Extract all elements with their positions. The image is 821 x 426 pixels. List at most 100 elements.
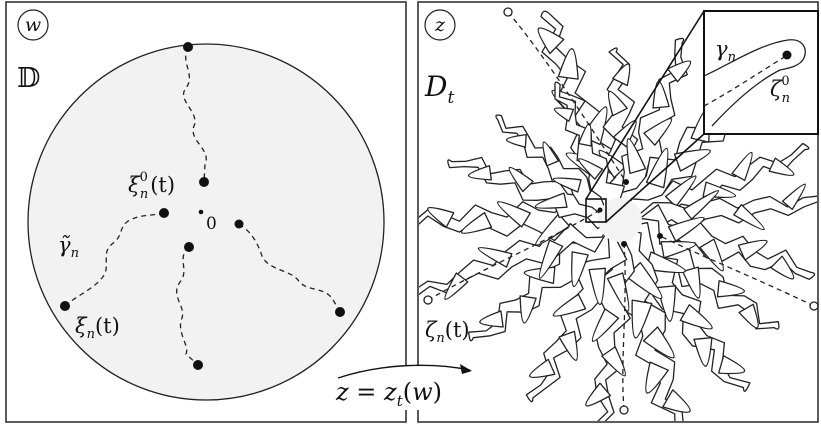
- zeta0-point: [782, 50, 792, 60]
- region-branch: [497, 201, 531, 228]
- region-branch: [553, 107, 575, 122]
- inset-gamma-curve: [703, 55, 787, 107]
- w-plane-badge-label: w: [25, 14, 41, 36]
- conformal-map: z = zt(w): [330, 364, 472, 410]
- region-branch: [427, 206, 455, 228]
- region-branch: [552, 293, 587, 317]
- region-branch: [645, 251, 686, 274]
- region-hub: [598, 198, 642, 242]
- region-branch: [643, 117, 673, 146]
- xi-point: [60, 301, 70, 311]
- region-arm: [495, 114, 629, 216]
- region-branch: [642, 326, 675, 359]
- map-arrowhead: [460, 364, 472, 374]
- curve-right-tip: [234, 219, 244, 229]
- region-branch: [591, 308, 620, 342]
- region-branch: [578, 123, 592, 147]
- region-branch: [781, 183, 806, 211]
- region-branch: [557, 48, 579, 80]
- region-branch: [529, 358, 556, 379]
- z-bottom-tip: [621, 241, 627, 247]
- region-branch: [537, 27, 565, 55]
- z-right-boundary-point: [809, 301, 819, 311]
- region-branch: [731, 151, 753, 181]
- gamma-tilde-tip: [159, 208, 169, 218]
- inset-gamma-label: γn: [715, 37, 736, 65]
- curve-z-top: [507, 11, 627, 183]
- region-branch: [631, 299, 653, 339]
- z-bottom-boundary-point: [619, 405, 629, 415]
- region-branch: [607, 90, 628, 117]
- curve-top: [183, 46, 207, 183]
- region-branch: [738, 303, 759, 329]
- region-branch: [612, 63, 631, 87]
- curve-right: [238, 223, 341, 313]
- map-label: z = zt(w): [335, 378, 442, 410]
- region-branch: [662, 389, 691, 413]
- region-branch: [737, 239, 768, 261]
- region-branch: [770, 255, 795, 280]
- zoom-line-top: [585, 10, 705, 200]
- curve-bottom-tip: [184, 242, 194, 252]
- curve-z-bottom: [622, 243, 626, 411]
- region-branch: [667, 60, 692, 83]
- w-plane-badge: [17, 9, 49, 41]
- region-branch: [558, 330, 579, 361]
- unit-disk: [27, 43, 385, 401]
- curve-z-right: [659, 235, 815, 307]
- region-branch: [625, 261, 663, 300]
- region-branch: [657, 285, 677, 322]
- region-branch: [534, 192, 568, 209]
- z-plane-badge-label: z: [434, 14, 446, 36]
- xi-label: ξn(t): [75, 314, 120, 342]
- region-branch: [477, 246, 513, 268]
- zoom-line-bottom: [605, 133, 705, 223]
- region-branch: [682, 266, 701, 299]
- region-branch: [460, 212, 493, 234]
- z-top-tip: [623, 179, 629, 185]
- region-branch: [578, 158, 604, 180]
- map-arrow: [337, 364, 471, 379]
- region-branch: [645, 361, 669, 394]
- region-branch: [693, 337, 713, 367]
- zeta-label: ζn(t): [425, 318, 470, 346]
- curve-right-endpoint: [335, 307, 345, 317]
- region-branch: [716, 280, 746, 298]
- region-branch: [626, 138, 647, 175]
- inset-region-boundary: [703, 39, 806, 127]
- region-branch: [479, 310, 504, 328]
- curve-gamma-tilde: [64, 212, 165, 307]
- region-branch: [585, 382, 612, 407]
- origin-point: [198, 209, 204, 215]
- origin-label: 0: [206, 214, 217, 234]
- fractal-region: [419, 10, 817, 421]
- region-branch: [718, 355, 746, 375]
- zeta-point: [423, 295, 433, 305]
- region-branch: [768, 157, 795, 177]
- region-arm: [447, 156, 626, 230]
- region-branch: [571, 251, 589, 288]
- region-branch: [467, 165, 492, 181]
- region-branch: [679, 304, 713, 330]
- z-right-tip: [657, 233, 663, 239]
- region-arm: [620, 195, 817, 234]
- curve-bottom-endpoint: [193, 360, 203, 370]
- region-branch: [601, 346, 626, 377]
- z-top-boundary-point: [503, 7, 513, 17]
- region-branch: [606, 272, 630, 312]
- region-label: Dt: [424, 70, 454, 108]
- z-plane-badge: [424, 9, 456, 41]
- region-branch: [519, 295, 537, 324]
- zoom-box: [585, 198, 607, 223]
- xi0-point: [199, 177, 209, 187]
- curve-z-left: [427, 209, 601, 301]
- inset-frame: [703, 10, 819, 135]
- region-branch: [588, 267, 606, 306]
- z-left-tip: [597, 207, 603, 213]
- gamma-tilde-label: γ̃n: [58, 233, 79, 261]
- region-branch: [508, 166, 534, 193]
